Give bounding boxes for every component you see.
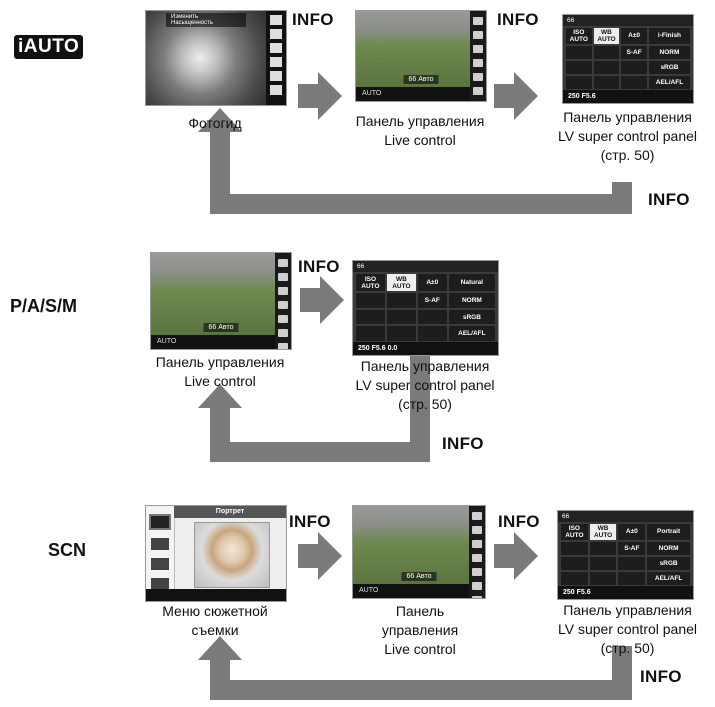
panel-header: 66 xyxy=(558,511,693,522)
panel-header: 66 xyxy=(563,15,693,26)
guide-caption: Фотогид xyxy=(188,115,242,131)
arrow-right xyxy=(494,72,538,120)
scene-bottom-bar xyxy=(146,589,286,601)
ael-cell: AEL/AFL xyxy=(448,326,495,341)
guide-sidebar xyxy=(266,11,286,105)
portrait-photo xyxy=(194,522,270,588)
return-arrow xyxy=(198,636,632,700)
info-label: INFO xyxy=(497,10,539,29)
mode-label-scn: SCN xyxy=(48,540,87,560)
super-caption-line3: (стр. 50) xyxy=(600,640,655,656)
auto-tag: 66 Авто xyxy=(203,323,239,332)
live-control-screen: 66 Авто AUTO xyxy=(352,505,486,599)
panel-footer: 250 F5.6 xyxy=(563,90,693,103)
super-caption-line2: LV super control panel xyxy=(557,128,698,144)
info-label: INFO xyxy=(298,257,340,276)
iso-cell: ISO AUTO xyxy=(561,524,588,540)
srgb-cell: sRGB xyxy=(648,60,690,74)
arrow-right xyxy=(300,276,344,324)
grass-photo xyxy=(151,253,275,335)
arrow-right xyxy=(298,72,342,120)
super-caption-line2: LV super control panel xyxy=(557,621,698,637)
wb-cell: WB AUTO xyxy=(386,274,416,292)
live-control-screen: 66 Авто AUTO xyxy=(150,252,292,350)
wb-cell: WB AUTO xyxy=(593,28,620,44)
scene-list xyxy=(146,506,175,601)
norm-cell: NORM xyxy=(448,293,495,308)
norm-cell: NORM xyxy=(648,45,690,59)
info-label: INFO xyxy=(289,512,331,531)
wb-cell: WB AUTO xyxy=(589,524,617,540)
scene-menu-screen: Портрет xyxy=(145,505,287,602)
iso-cell: ISO AUTO xyxy=(566,28,592,44)
guide-title: Изменить Насыщенность xyxy=(166,13,246,27)
super-control-panel: 66 ISO AUTO WB AUTO A±0 Portrait S-AF NO… xyxy=(557,510,694,600)
info-label: INFO xyxy=(498,512,540,531)
finish-cell: Natural xyxy=(448,274,495,292)
arrow-right xyxy=(494,532,538,580)
super-caption-line1: Панель управления xyxy=(563,602,692,618)
super-control-panel: 66 ISO AUTO WB AUTO A±0 Natural S-AF NOR… xyxy=(352,260,499,356)
panel-header: 66 xyxy=(353,261,498,272)
live-sidebar xyxy=(275,253,291,349)
super-caption-line1: Панель управления xyxy=(563,109,692,125)
iso-cell: ISO AUTO xyxy=(356,274,385,292)
info-label: INFO xyxy=(640,667,682,686)
live-sidebar xyxy=(470,11,486,101)
finish-cell: i-Finish xyxy=(648,28,690,44)
super-caption-line1: Панель управления xyxy=(360,358,490,374)
live-caption-line1: Панель управления xyxy=(155,354,285,370)
menu-caption-line1: Меню сюжетной xyxy=(162,603,268,619)
mode-label-pasm: P/A/S/M xyxy=(10,296,78,316)
live-caption-line3: Live control xyxy=(384,641,456,657)
ael-cell: AEL/AFL xyxy=(647,571,690,585)
grass-photo xyxy=(353,506,469,584)
return-arrow xyxy=(198,340,430,462)
live-caption-line2: управления xyxy=(381,622,459,638)
live-sidebar xyxy=(469,506,485,598)
super-caption-line2: LV super control panel xyxy=(355,377,495,393)
super-caption-line3: (стр. 50) xyxy=(398,396,452,412)
ael-cell: AEL/AFL xyxy=(648,75,690,89)
af-cell: S-AF xyxy=(417,293,447,308)
super-control-panel: 66 ISO AUTO WB AUTO A±0 i-Finish S-AF NO… xyxy=(562,14,694,104)
menu-caption-line2: съемки xyxy=(191,622,239,638)
norm-cell: NORM xyxy=(647,541,690,555)
live-guide-screen: Изменить Насыщенность xyxy=(145,10,287,106)
finish-cell: Portrait xyxy=(647,524,690,540)
live-bottom-bar: AUTO xyxy=(353,584,469,598)
live-caption-line1: Панель управления xyxy=(355,113,485,129)
mode-label-iauto: iAUTO xyxy=(14,35,84,59)
auto-tag: 66 Авто xyxy=(403,75,439,84)
panel-footer: 250 F5.6 0.0 xyxy=(353,342,498,355)
live-caption-line2: Live control xyxy=(384,132,456,148)
af-cell: S-AF xyxy=(618,541,646,555)
live-caption-line1: Панель xyxy=(395,603,445,619)
arrow-right xyxy=(298,532,342,580)
info-label: INFO xyxy=(648,190,690,209)
auto-tag: 66 Авто xyxy=(401,572,437,581)
super-caption-line3: (стр. 50) xyxy=(600,147,655,163)
live-caption-line2: Live control xyxy=(184,373,256,389)
live-bottom-bar: AUTO xyxy=(356,87,470,101)
live-control-screen: 66 Авто AUTO xyxy=(355,10,487,102)
live-bottom-bar: AUTO xyxy=(151,335,275,349)
af-cell: S-AF xyxy=(621,45,647,59)
scene-title: Портрет xyxy=(174,506,286,518)
panel-footer: 250 F5.6 xyxy=(558,586,693,599)
srgb-cell: sRGB xyxy=(448,309,495,325)
info-label: INFO xyxy=(442,434,484,453)
return-arrow xyxy=(198,108,632,214)
info-label: INFO xyxy=(292,10,334,29)
srgb-cell: sRGB xyxy=(647,556,690,570)
grass-photo xyxy=(356,11,470,87)
